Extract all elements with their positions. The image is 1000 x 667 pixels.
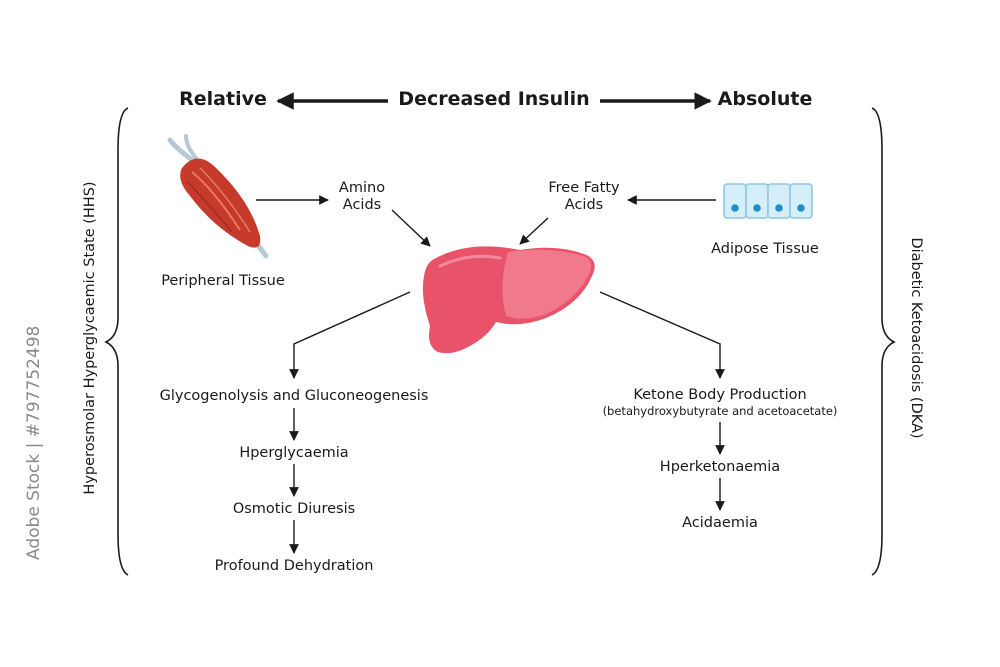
free-fatty-acids-label: Free Fatty Acids [548,180,619,213]
ketone-body-note: (betahydroxybutyrate and acetoacetate) [602,404,838,418]
ketone-body-production-label: Ketone Body Production [633,387,807,403]
amino-acids-line-1: Amino [338,180,386,196]
glycogenolysis-label: Glycogenolysis and Gluconeogenesis [159,388,429,404]
hhs-side-label: Hyperosmolar Hyperglycaemic State (HHS) [82,181,98,495]
arrow-ffa-to-liver [519,217,549,245]
hperketonaemia-label: Hperketonaemia [659,459,781,475]
free-fatty-acids-line-1: Free Fatty [548,180,620,196]
osmotic-diuresis-label: Osmotic Diuresis [232,501,356,517]
acidaemia-label: Acidaemia [682,515,758,531]
header-relative: Relative [179,88,267,110]
amino-acids-label: Amino Acids [339,180,385,213]
adipose-tissue-label: Adipose Tissue [711,241,819,257]
stock-watermark: Adobe Stock | #797752498 [24,325,44,560]
arrow-liver-to-glyco [289,291,411,379]
left-brace [104,107,129,576]
arrow-amino-to-liver [391,209,431,247]
header-decreased-insulin: Decreased Insulin [398,88,590,110]
muscle-icon [167,134,269,259]
peripheral-tissue-label: Peripheral Tissue [161,273,285,289]
profound-dehydration-label: Profound Dehydration [214,558,374,574]
liver-icon [422,246,595,354]
right-brace [871,107,896,576]
arrow-liver-to-ketone [599,291,725,379]
amino-acids-line-2: Acids [342,196,382,213]
dka-side-label: Diabetic Ketoacidosis (DKA) [908,237,924,439]
free-fatty-acids-line-2: Acids [564,196,604,213]
adipose-tissue-icon [723,183,813,219]
header-absolute: Absolute [717,88,813,110]
hperglycaemia-label: Hperglycaemia [239,445,349,461]
